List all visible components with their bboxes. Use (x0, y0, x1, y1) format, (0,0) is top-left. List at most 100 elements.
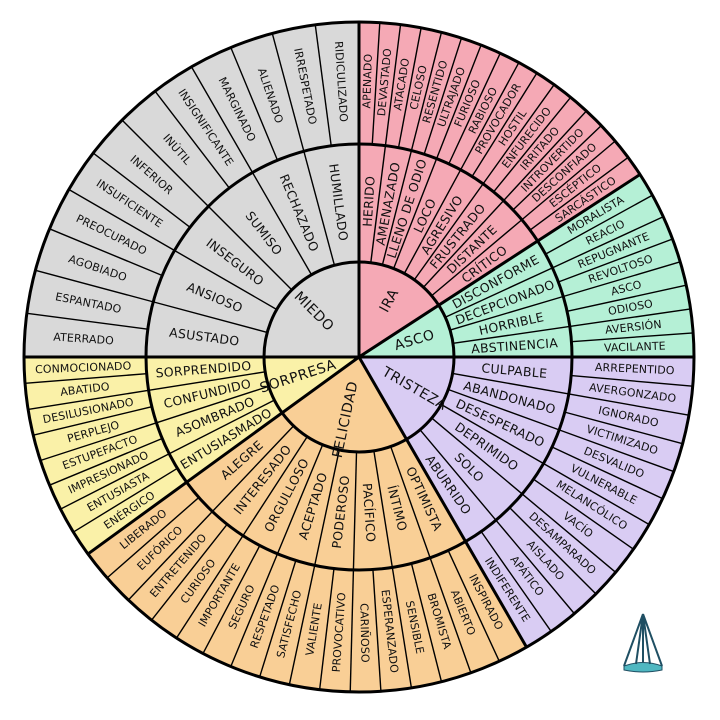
outer-divider (314, 24, 332, 146)
outer-divider (435, 44, 482, 159)
mid-divider (381, 150, 413, 266)
outer-divider (49, 437, 163, 486)
mid-label: PACÍFICO (360, 483, 379, 543)
outer-divider (460, 62, 520, 171)
sector-ira (359, 22, 640, 357)
outer-divider (271, 33, 305, 152)
mid-divider (156, 385, 269, 424)
outer-divider (480, 531, 552, 632)
sector-sorpresa (24, 357, 359, 554)
mid-divider (431, 219, 523, 297)
divider-lines (22, 20, 696, 694)
outer-divider (175, 535, 244, 639)
outer-divider (35, 269, 154, 303)
outer-divider (121, 119, 209, 207)
mid-divider (413, 183, 484, 281)
outer-divider (68, 188, 175, 252)
outer-divider (410, 563, 443, 682)
mid-divider (452, 325, 570, 345)
mid-divider (352, 451, 358, 570)
mid-divider (390, 446, 431, 559)
outer-divider (72, 467, 178, 533)
outer-divider (569, 308, 691, 328)
outer-divider (512, 125, 602, 211)
outer-label: DEVASTADO (375, 47, 394, 116)
outer-divider (558, 238, 673, 283)
mid-divider (444, 267, 553, 318)
outer-label: CONMOCIONADO (35, 359, 132, 376)
mid-divider (211, 425, 295, 512)
mid-divider (422, 200, 505, 288)
outer-label: ABATIDO (60, 380, 111, 399)
outer-divider (410, 32, 443, 151)
mid-divider (168, 399, 275, 455)
outer-divider (60, 453, 170, 510)
mid-divider (153, 301, 268, 334)
mid-divider (440, 403, 544, 465)
mid-divider (276, 444, 324, 555)
outer-divider (521, 140, 616, 221)
outer-divider (92, 152, 191, 228)
logo-base (623, 662, 663, 673)
outer-divider (202, 545, 261, 654)
outer-divider (127, 511, 213, 601)
outer-divider (521, 493, 617, 573)
outer-divider (258, 560, 297, 678)
outer-divider (563, 261, 681, 298)
mid-label: HERIDO (360, 175, 378, 227)
outer-divider (545, 194, 653, 255)
mid-divider (303, 151, 336, 266)
outer-divider (503, 110, 587, 202)
outer-label: RIDICULIZADO (332, 41, 350, 123)
outer-label: ARREPENTIDO (595, 361, 675, 377)
mid-divider (373, 450, 394, 568)
logo-lines (623, 613, 663, 667)
outer-divider (288, 565, 316, 685)
sector-tristeza (359, 357, 694, 648)
outer-divider (564, 411, 683, 445)
outer-divider (24, 373, 147, 384)
outer-divider (318, 568, 335, 690)
outer-divider (151, 523, 228, 621)
outer-divider (471, 72, 538, 177)
outer-divider (391, 567, 413, 688)
outer-divider (529, 156, 629, 231)
mid-divider (448, 388, 560, 431)
mid-divider (449, 295, 564, 331)
outer-label: CARIÑOSO (357, 603, 371, 663)
outer-divider (448, 52, 501, 165)
outer-divider (571, 374, 693, 387)
outer-divider (371, 22, 381, 145)
mid-divider (419, 429, 497, 521)
outer-label: AVERSIÓN (604, 318, 662, 337)
mid-divider (314, 449, 340, 566)
outer-divider (26, 312, 148, 330)
outer-divider (349, 569, 355, 692)
outer-divider (230, 47, 279, 161)
outer-label: PROVOCATIVO (330, 592, 349, 673)
outer-divider (482, 84, 555, 185)
sector-boundary (357, 356, 528, 648)
mid-label: SORPRENDIDO (155, 358, 252, 380)
outer-divider (552, 216, 664, 269)
mid-divider (174, 249, 278, 311)
outer-divider (493, 96, 572, 193)
outer-divider (543, 462, 650, 526)
outer-divider (384, 24, 402, 146)
mid-divider (207, 205, 293, 291)
outer-divider (49, 228, 163, 277)
outer-divider (571, 332, 694, 343)
outer-divider (106, 496, 200, 579)
outer-divider (190, 66, 254, 173)
mid-divider (452, 372, 569, 395)
mid-divider (242, 436, 308, 537)
outer-divider (33, 406, 153, 436)
outer-divider (566, 284, 687, 313)
outer-divider (40, 422, 157, 462)
inner-ring (262, 260, 456, 454)
outer-divider (372, 569, 382, 692)
outer-divider (558, 429, 675, 473)
outer-label: ATERRADO (53, 330, 115, 347)
outer-divider (230, 553, 279, 667)
